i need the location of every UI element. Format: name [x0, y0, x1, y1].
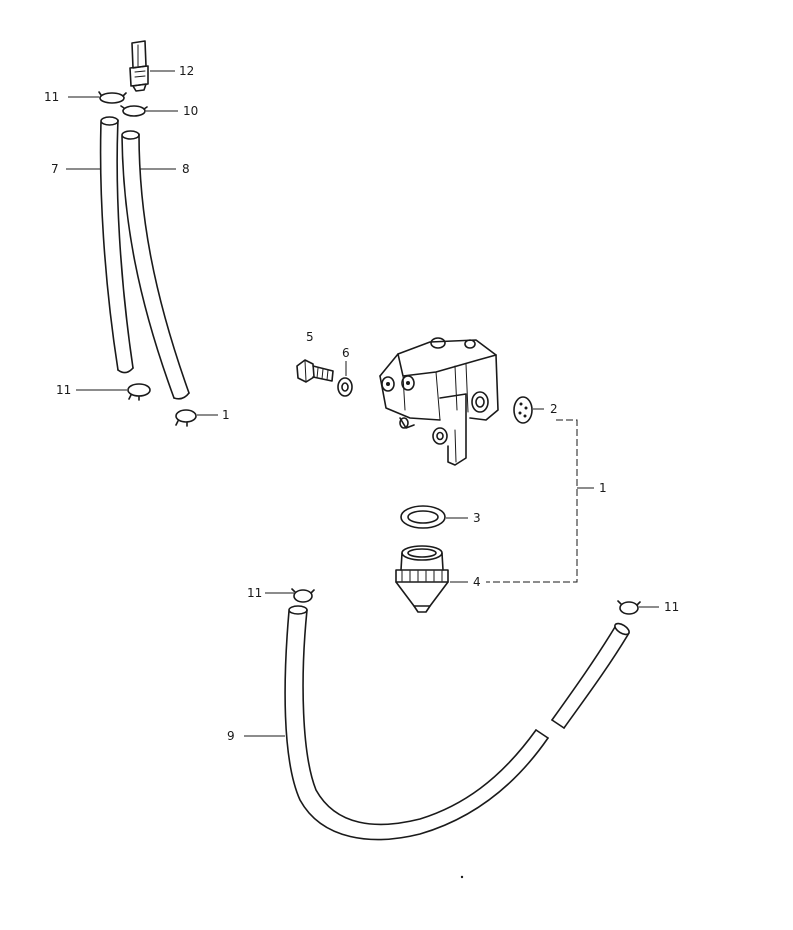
- callout-2: 2: [550, 402, 558, 416]
- callout-11-mid: 11: [56, 383, 71, 397]
- callout-3: 3: [473, 511, 481, 525]
- part-12-union-fitting: [129, 40, 149, 92]
- part-2-screen: [513, 396, 533, 424]
- part-9-long-fuel-hose: [284, 605, 630, 841]
- callout-6: 6: [342, 346, 350, 360]
- callout-9: 9: [227, 729, 235, 743]
- part-11-hose-clip-top: [98, 91, 127, 104]
- callout-4: 4: [473, 575, 481, 589]
- callout-12: 12: [179, 64, 194, 78]
- part-1-hose-clip: [175, 409, 197, 427]
- callout-1-clip: 1: [222, 408, 230, 422]
- fuel-valve-body: [379, 337, 499, 466]
- scan-speck: [460, 875, 464, 879]
- part-11-hose-clip-low-left: [291, 588, 315, 603]
- callout-1-group: 1: [599, 481, 607, 495]
- part-3-o-ring: [400, 505, 446, 529]
- part-11-hose-clip-low-right: [617, 600, 641, 615]
- callout-11-low-right: 11: [664, 600, 679, 614]
- part-7-fuel-hose: [99, 116, 134, 374]
- part-10-hose-clip: [120, 105, 148, 117]
- callout-8: 8: [182, 162, 190, 176]
- group-bracket-1: [486, 419, 578, 583]
- callout-7: 7: [51, 162, 59, 176]
- callout-5: 5: [306, 330, 314, 344]
- part-11-hose-clip-mid: [127, 383, 151, 401]
- part-5-bolt: [296, 359, 334, 383]
- part-8-fuel-hose: [121, 130, 190, 400]
- callout-10: 10: [183, 104, 198, 118]
- callout-11-low-left: 11: [247, 586, 262, 600]
- part-4-filter-cup: [395, 545, 449, 613]
- callout-11-top: 11: [44, 90, 59, 104]
- part-6-washer: [337, 377, 353, 397]
